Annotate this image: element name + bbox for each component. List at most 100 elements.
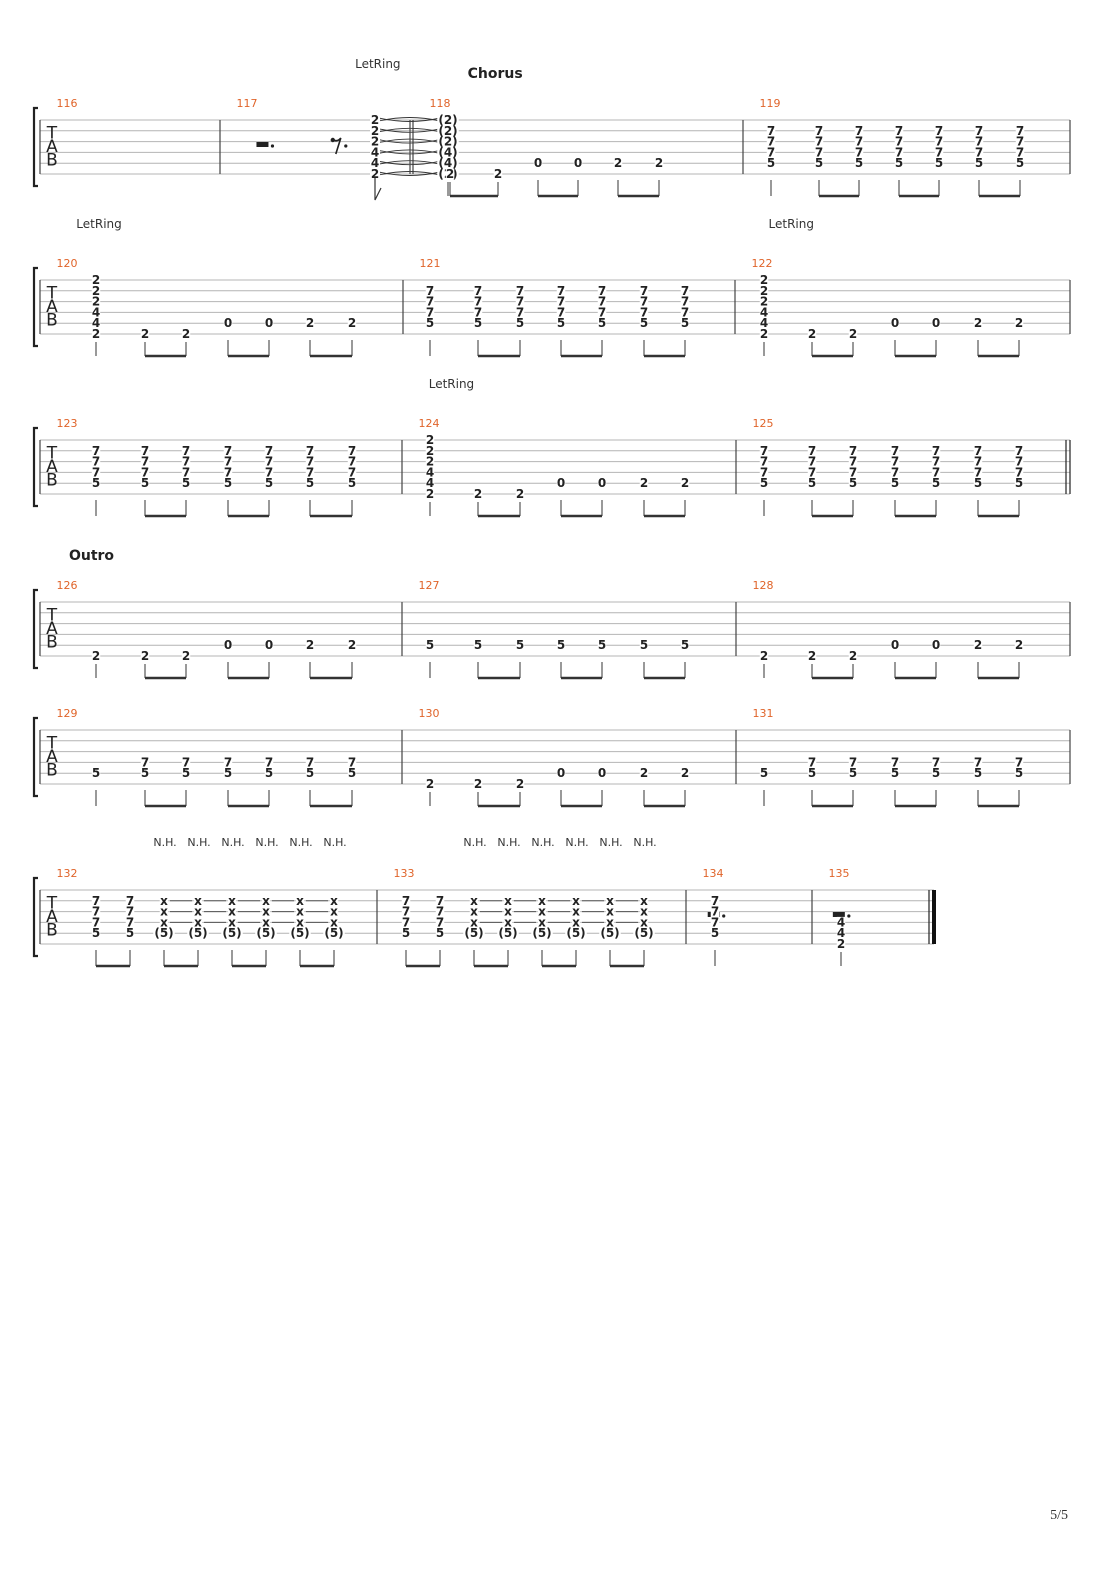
fret-number: 0 bbox=[932, 638, 940, 652]
fret-mask bbox=[91, 317, 101, 329]
measure-number: 134 bbox=[703, 867, 724, 880]
fret-number: 7 bbox=[141, 455, 149, 469]
fret-number: 7 bbox=[815, 135, 823, 149]
fret-mask bbox=[305, 767, 315, 779]
fret-mask bbox=[223, 466, 233, 478]
beat: 2 bbox=[91, 649, 101, 678]
fret-mask bbox=[605, 906, 615, 918]
fret-number: (4) bbox=[438, 145, 457, 159]
fret-mask bbox=[974, 157, 984, 169]
fret-number: 7 bbox=[932, 455, 940, 469]
fret-number: 7 bbox=[895, 145, 903, 159]
tab-clef-letter: A bbox=[46, 297, 58, 317]
fret-mask bbox=[710, 916, 720, 928]
beat: 5 bbox=[91, 766, 101, 806]
fret-mask bbox=[305, 317, 315, 329]
beat: 2 bbox=[140, 327, 150, 356]
fret-mask bbox=[556, 767, 566, 779]
fret-mask bbox=[223, 477, 233, 489]
fret-number: 0 bbox=[891, 316, 899, 330]
fret-number: 7 bbox=[849, 444, 857, 458]
fret-mask bbox=[890, 477, 900, 489]
fret-mask bbox=[807, 650, 817, 662]
fret-number: 2 bbox=[516, 487, 524, 501]
fret-number: 7 bbox=[265, 465, 273, 479]
beat: 75 bbox=[807, 755, 817, 806]
fret-mask bbox=[91, 906, 101, 918]
tie-arc bbox=[378, 171, 441, 176]
fret-mask bbox=[401, 916, 411, 928]
fret-mask bbox=[223, 767, 233, 779]
fret-number: 5 bbox=[855, 156, 863, 170]
fret-number: 7 bbox=[92, 455, 100, 469]
fret-mask bbox=[264, 767, 274, 779]
dead-note: x bbox=[228, 894, 236, 908]
fret-number: 5 bbox=[849, 476, 857, 490]
fret-mask bbox=[710, 927, 720, 939]
beat: xxx(5)N.H. bbox=[300, 836, 347, 968]
fret-number: 4 bbox=[92, 305, 100, 319]
fret-number: 7 bbox=[767, 135, 775, 149]
measure-number: 121 bbox=[420, 257, 441, 270]
fret-number: 2 bbox=[141, 327, 149, 341]
beat: 0 bbox=[223, 316, 233, 356]
fret-number: 7 bbox=[711, 905, 719, 919]
fret-mask bbox=[91, 328, 101, 340]
fret-mask bbox=[91, 306, 101, 318]
fret-number: 7 bbox=[402, 915, 410, 929]
fret-mask bbox=[223, 456, 233, 468]
fret-number: 4 bbox=[426, 476, 434, 490]
fret-number: 7 bbox=[974, 455, 982, 469]
fret-number: (2) bbox=[438, 135, 457, 149]
fret-number: 2 bbox=[92, 649, 100, 663]
measure-number: 130 bbox=[419, 707, 440, 720]
fret-mask bbox=[639, 477, 649, 489]
fret-number: 5 bbox=[126, 926, 134, 940]
beat: 2 bbox=[759, 649, 769, 678]
fret-number: (5) bbox=[566, 926, 585, 940]
fret-number: 2 bbox=[760, 273, 768, 287]
beat: 0 bbox=[561, 476, 607, 518]
fret-number: 7 bbox=[306, 465, 314, 479]
dead-note: x bbox=[640, 894, 648, 908]
beat: xxx(5)N.H. bbox=[610, 836, 657, 968]
fret-number: 7 bbox=[436, 894, 444, 908]
fret-number: 7 bbox=[182, 455, 190, 469]
fret-number: 7 bbox=[975, 145, 983, 159]
fret-number: 2 bbox=[92, 327, 100, 341]
fret-mask bbox=[223, 317, 233, 329]
fret-mask bbox=[473, 285, 483, 297]
fret-number: 7 bbox=[265, 755, 273, 769]
fret-number: 5 bbox=[141, 476, 149, 490]
fret-mask bbox=[181, 767, 191, 779]
fret-mask bbox=[425, 477, 435, 489]
fret-number: 2 bbox=[182, 649, 190, 663]
measure-number: 135 bbox=[829, 867, 850, 880]
measure-number: 116 bbox=[57, 97, 78, 110]
beat: 5 bbox=[639, 638, 649, 678]
fret-mask bbox=[295, 895, 305, 907]
fret-number: 7 bbox=[891, 465, 899, 479]
fret-mask bbox=[759, 477, 769, 489]
beat: 2 bbox=[812, 649, 858, 680]
fret-number: 5 bbox=[932, 766, 940, 780]
fret-mask bbox=[766, 146, 776, 158]
fret-mask bbox=[974, 136, 984, 148]
fret-mask bbox=[493, 168, 503, 180]
fret-mask bbox=[890, 466, 900, 478]
fret-mask bbox=[425, 778, 435, 790]
fret-mask bbox=[347, 466, 357, 478]
dead-note: x bbox=[504, 915, 512, 929]
beat: xxx(5)N.H. bbox=[542, 836, 589, 968]
fret-mask bbox=[1014, 767, 1024, 779]
fret-mask bbox=[537, 906, 547, 918]
